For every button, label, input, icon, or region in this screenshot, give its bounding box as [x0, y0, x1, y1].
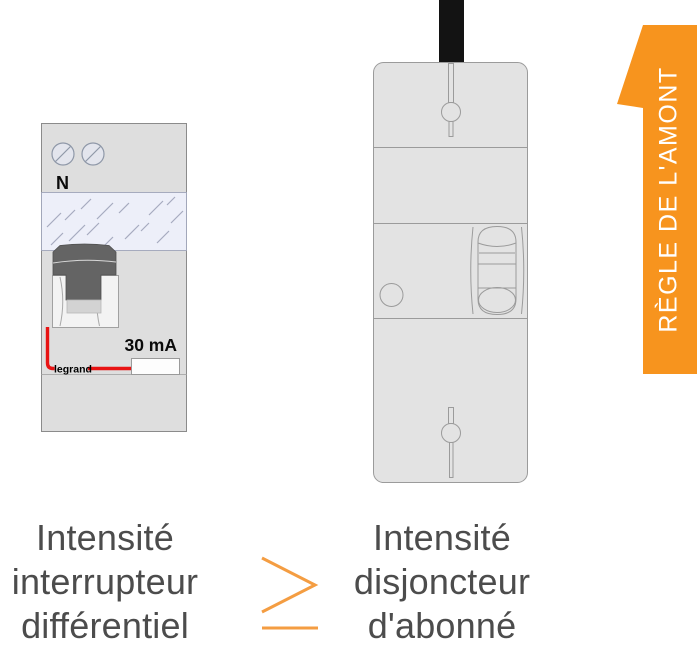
caption-left-line3: différentiel — [21, 605, 189, 646]
banner-arrow-icon — [617, 25, 697, 374]
hatched-window — [41, 192, 187, 251]
upstream-rule-banner — [617, 25, 697, 374]
test-button-icon — [379, 283, 404, 307]
seal-screw-icon — [441, 63, 461, 137]
caption-right-line3: d'abonné — [367, 605, 517, 646]
rating-box — [131, 358, 180, 375]
neutral-label: N — [56, 173, 69, 193]
terminal-screw-icon — [51, 142, 105, 166]
toggle-handle-icon — [52, 243, 117, 314]
sensitivity-label: 30 mA — [124, 335, 177, 355]
seal-screw-icon — [441, 407, 461, 478]
banner-label: RÈGLE DE L'AMONT — [654, 66, 683, 333]
caption-left: Intensité interrupteur différentiel — [0, 516, 220, 648]
caption-left-line2: interrupteur — [11, 561, 199, 602]
banner-label-box: RÈGLE DE L'AMONT — [641, 25, 697, 374]
cable-icon — [439, 0, 464, 64]
red-marker-line — [45, 327, 131, 371]
caption-right-line2: disjoncteur — [353, 561, 531, 602]
toggle-switch-icon — [470, 225, 525, 316]
brand-label: legrand — [54, 364, 92, 376]
differential-switch-illustration: N — [41, 123, 187, 432]
greater-equal-icon — [261, 556, 319, 630]
caption-right-line1: Intensité — [373, 517, 511, 558]
caption-left-line1: Intensité — [36, 517, 174, 558]
device-body — [373, 62, 528, 483]
caption-right: Intensité disjoncteur d'abonné — [332, 516, 552, 648]
subscriber-breaker-illustration — [373, 0, 528, 483]
